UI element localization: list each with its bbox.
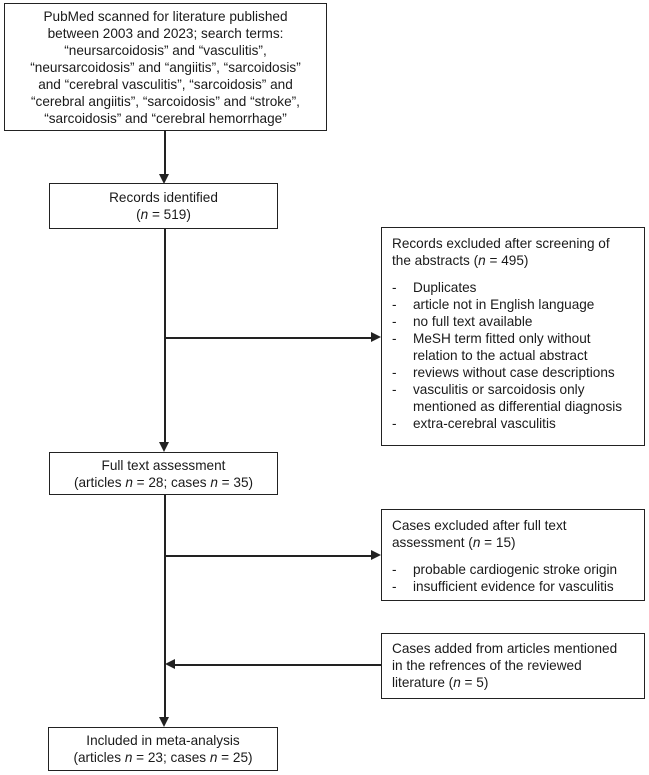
stat-n: n xyxy=(453,675,461,690)
connector-records-to-fulltext xyxy=(164,228,166,444)
added-line2: in the refrences of the reviewed xyxy=(392,658,582,673)
arrowhead-down-icon xyxy=(159,174,170,184)
stat-n: n xyxy=(478,253,486,268)
stat-n: n xyxy=(125,474,133,490)
bullet-dash: - xyxy=(392,365,397,380)
connector-fulltext-to-included xyxy=(164,494,166,719)
search-line: “neursarcoidosis” and “vasculitis”, xyxy=(64,42,267,58)
stat-text: assessment ( xyxy=(392,535,473,550)
bullet-dash: - xyxy=(392,280,397,295)
bullet-dash: - xyxy=(392,314,397,329)
stat-text: = 23; cases xyxy=(132,750,210,765)
search-line: PubMed scanned for literature published xyxy=(43,8,288,24)
bullet-text: Duplicates xyxy=(413,280,477,295)
fulltext-title: Full text assessment xyxy=(101,457,226,473)
list-item: - MeSH term fitted only without relation … xyxy=(392,330,636,364)
search-line: “neursarcoidosis” and “angiitis”, “sarco… xyxy=(30,59,301,75)
arrowhead-left-icon xyxy=(165,659,175,670)
bullet-dash: - xyxy=(392,416,397,431)
included-title: Included in meta-analysis xyxy=(86,733,240,748)
box-cases-excluded: Cases excluded after full text assessmen… xyxy=(381,509,645,601)
excluded1-title-line1: Records excluded after screening of xyxy=(392,236,610,251)
search-line: and “cerebral vasculitis”, “sarcoidosis”… xyxy=(38,76,293,92)
arrowhead-down-icon xyxy=(159,442,170,452)
stat-n: n xyxy=(472,535,481,550)
arrowhead-right-icon xyxy=(371,332,381,343)
connector-from-cases-added xyxy=(173,664,381,666)
stat-text: (articles xyxy=(73,474,126,490)
stat-text: ( xyxy=(136,207,141,222)
arrowhead-down-icon xyxy=(159,717,170,727)
excluded2-bullet-list: - probable cardiogenic stroke origin - ins… xyxy=(392,561,636,595)
excluded1-bullet-list: - Duplicates - article not in English lang… xyxy=(392,279,636,432)
stat-text: the abstracts ( xyxy=(392,253,479,268)
box-search-strategy: PubMed scanned for literature published … xyxy=(4,3,327,131)
bullet-text: insufficient evidence for vasculitis xyxy=(413,579,614,594)
list-item: - Duplicates xyxy=(392,279,636,296)
records-title: Records identified xyxy=(109,190,218,205)
arrowhead-right-icon xyxy=(371,550,381,561)
stat-n: n xyxy=(209,750,218,765)
added-line1: Cases added from articles mentioned xyxy=(392,641,618,656)
bullet-dash: - xyxy=(392,579,397,594)
list-item: - reviews without case descriptions xyxy=(392,364,636,381)
box-included-meta-analysis: Included in meta-analysis (articles n = … xyxy=(48,727,278,771)
stat-text: literature ( xyxy=(392,675,454,690)
excluded1-title-line2: the abstracts (n = 495) xyxy=(392,252,636,269)
list-item: - no full text available xyxy=(392,313,636,330)
included-stat: (articles n = 23; cases n = 25) xyxy=(73,749,252,766)
stat-n: n xyxy=(124,750,133,765)
box-full-text-assessment: Full text assessment (articles n = 28; c… xyxy=(49,452,278,495)
list-item: - extra-cerebral vasculitis xyxy=(392,415,636,432)
bullet-text: probable cardiogenic stroke origin xyxy=(413,562,618,577)
bullet-dash: - xyxy=(392,382,397,397)
search-line: between 2003 and 2023; search terms: xyxy=(47,25,284,41)
bullet-text: no full text available xyxy=(413,314,533,329)
connector-search-to-records xyxy=(164,130,166,176)
bullet-text: extra-cerebral vasculitis xyxy=(413,416,556,431)
bullet-text: vasculitis or sarcoidosis only mentioned… xyxy=(413,382,623,414)
bullet-dash: - xyxy=(392,562,397,577)
bullet-text: MeSH term fitted only without relation t… xyxy=(413,331,591,363)
box-records-excluded: Records excluded after screening of the … xyxy=(381,227,645,446)
connector-to-records-excluded xyxy=(164,337,373,339)
bullet-dash: - xyxy=(392,297,397,312)
bullet-text: reviews without case descriptions xyxy=(413,365,615,380)
connector-to-cases-excluded xyxy=(164,555,373,557)
list-item: - article not in English language xyxy=(392,296,636,313)
records-stat: (n = 519) xyxy=(136,206,191,223)
excluded2-title-line2: assessment (n = 15) xyxy=(392,534,636,551)
search-line: “sarcoidosis” and “cerebral hemorrhage” xyxy=(44,110,287,126)
excluded2-title-line1: Cases excluded after full text xyxy=(392,518,567,533)
list-item: - vasculitis or sarcoidosis only mentione… xyxy=(392,381,636,415)
added-line3: literature (n = 5) xyxy=(392,674,636,691)
stat-text: = 28; cases xyxy=(132,474,211,490)
search-line: “cerebral angiitis”, “sarcoidosis” and “… xyxy=(31,93,300,109)
stat-text: (articles xyxy=(73,750,125,765)
stat-text: = 495) xyxy=(485,253,529,268)
bullet-text: article not in English language xyxy=(413,297,595,312)
fulltext-stat: (articles n = 28; cases n = 35) xyxy=(74,474,253,491)
list-item: - insufficient evidence for vasculitis xyxy=(392,578,636,595)
stat-n: n xyxy=(140,207,149,222)
stat-text: = 35) xyxy=(217,474,254,490)
box-cases-added: Cases added from articles mentioned in t… xyxy=(381,633,645,699)
list-item: - probable cardiogenic stroke origin xyxy=(392,561,636,578)
stat-text: = 5) xyxy=(460,675,489,690)
bullet-dash: - xyxy=(392,331,397,346)
stat-text: = 15) xyxy=(480,535,516,550)
stat-text: = 519) xyxy=(148,207,191,222)
stat-text: = 25) xyxy=(217,750,253,765)
stat-n: n xyxy=(210,474,218,490)
box-records-identified: Records identified (n = 519) xyxy=(49,183,278,229)
